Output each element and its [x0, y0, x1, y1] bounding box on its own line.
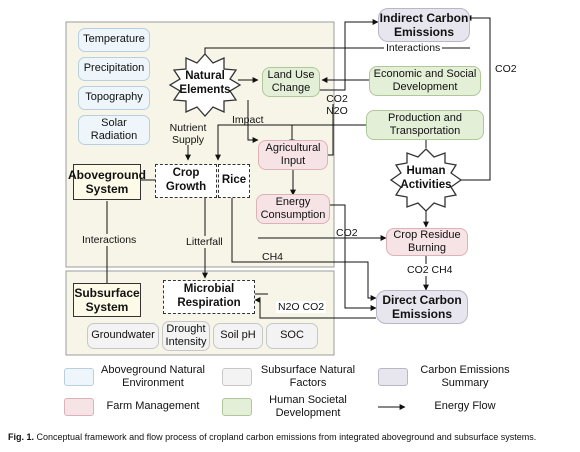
solar-radiation-label: Solar Radiation	[90, 116, 138, 142]
temperature-box: Temperature	[78, 28, 150, 52]
direct-to-microbial	[254, 297, 376, 319]
drought-intensity-box: Drought Intensity	[162, 321, 210, 351]
direct-carbon-emissions-box: Direct Carbon Emissions	[376, 290, 468, 324]
crop-residue-burning-box: Crop Residue Burning	[386, 228, 468, 256]
drought-intensity-label: Drought Intensity	[165, 322, 207, 348]
energy-consumption-box: Energy Consumption	[256, 194, 330, 224]
legend-swatch-societal	[222, 398, 252, 416]
economic-social-label: Economic and Social Development	[373, 67, 477, 93]
litterfall-label: Litterfall	[184, 236, 225, 249]
temperature-label: Temperature	[83, 33, 145, 46]
legend-swatch-aboveground	[64, 368, 94, 386]
energy-consumption-label: Energy Consumption	[260, 195, 326, 221]
production-to-crop-growth	[215, 124, 292, 161]
rice-ch4-to-direct	[231, 198, 377, 301]
legend-emissions-label: Carbon Emissions Summary	[420, 364, 510, 390]
rice-box: Rice	[218, 164, 250, 198]
agricultural-input-label: Agricultural Input	[265, 141, 321, 167]
legend-subsurface-label: Subsurface Natural Factors	[260, 364, 356, 390]
soc-label: SOC	[280, 329, 304, 342]
human-to-indirect	[461, 15, 491, 181]
co2-right-label: CO2	[495, 63, 517, 75]
legend-swatch-subsurface	[222, 368, 252, 386]
indirect-carbon-emissions-label: Indirect Carbon Emissions	[379, 10, 469, 39]
subsurface-system-label: Subsurface System	[74, 285, 140, 314]
topography-box: Topography	[78, 86, 150, 110]
interactions-top-label: Interactions	[384, 42, 443, 55]
co2-ch4-label: CO2 CH4	[405, 264, 455, 277]
precipitation-label: Precipitation	[83, 62, 145, 75]
ch4-label: CH4	[262, 251, 284, 263]
groundwater-box: Groundwater	[87, 323, 159, 349]
legend-aboveground-label: Aboveground Natural Environment	[101, 364, 205, 390]
natural-elements-star	[168, 53, 242, 117]
crop-growth-label: Crop Growth	[165, 167, 207, 193]
crop-residue-burning-label: Crop Residue Burning	[393, 228, 461, 254]
subsurface-system-box: Subsurface System	[73, 283, 141, 317]
rice-label: Rice	[221, 174, 247, 187]
land-use-change-box: Land Use Change	[262, 67, 320, 97]
human-activities-label: Human Activities	[400, 165, 452, 191]
groundwater-label: Groundwater	[91, 329, 155, 342]
natural-elements-label: Natural Elements	[179, 70, 231, 96]
impact-arrow	[247, 100, 259, 143]
figure-caption-text: Conceptual framework and flow process of…	[36, 432, 537, 442]
agricultural-input-box: Agricultural Input	[258, 140, 328, 170]
co2-mid-label: CO2	[336, 227, 358, 239]
topography-label: Topography	[85, 91, 143, 104]
solar-radiation-box: Solar Radiation	[78, 115, 150, 145]
soc-box: SOC	[266, 323, 318, 349]
aboveground-system-label: Aboveground System	[68, 167, 146, 196]
crop-growth-box: Crop Growth	[155, 164, 217, 198]
aboveground-system-box: Aboveground System	[68, 164, 146, 200]
figure-caption: Fig. 1. Conceptual framework and flow pr…	[8, 432, 536, 442]
soil-ph-box: Soil pH	[213, 323, 263, 349]
figure-caption-number: Fig. 1.	[8, 432, 35, 442]
impact-label: Impact	[232, 114, 264, 126]
legend-swatch-emissions	[378, 368, 408, 386]
co2-n2o-label: CO2 N2O	[326, 93, 348, 118]
microbial-respiration-label: Microbial Respiration	[177, 283, 241, 309]
nutrient-supply-label: Nutrient Supply	[169, 122, 207, 147]
economic-social-box: Economic and Social Development	[369, 66, 481, 96]
legend-farm-label: Farm Management	[106, 400, 200, 412]
indirect-carbon-emissions-box: Indirect Carbon Emissions	[378, 8, 470, 42]
production-transportation-box: Production and Transportation	[366, 110, 484, 140]
soil-ph-label: Soil pH	[220, 329, 256, 342]
land-use-change-label: Land Use Change	[267, 68, 315, 94]
interactions-left-label: Interactions	[80, 234, 139, 247]
land-use-to-indirect	[311, 19, 379, 91]
interactions-top-line	[204, 47, 470, 54]
legend-energy-flow-label: Energy Flow	[434, 400, 496, 412]
direct-carbon-emissions-label: Direct Carbon Emissions	[382, 292, 462, 321]
legend-societal-label: Human Societal Development	[269, 394, 347, 420]
microbial-respiration-box: Microbial Respiration	[163, 280, 255, 314]
production-transportation-label: Production and Transportation	[388, 111, 462, 137]
n2o-co2-label: N2O CO2	[276, 301, 327, 314]
energy-to-direct	[330, 204, 377, 311]
legend-swatch-farm	[64, 398, 94, 416]
precipitation-box: Precipitation	[78, 57, 150, 81]
